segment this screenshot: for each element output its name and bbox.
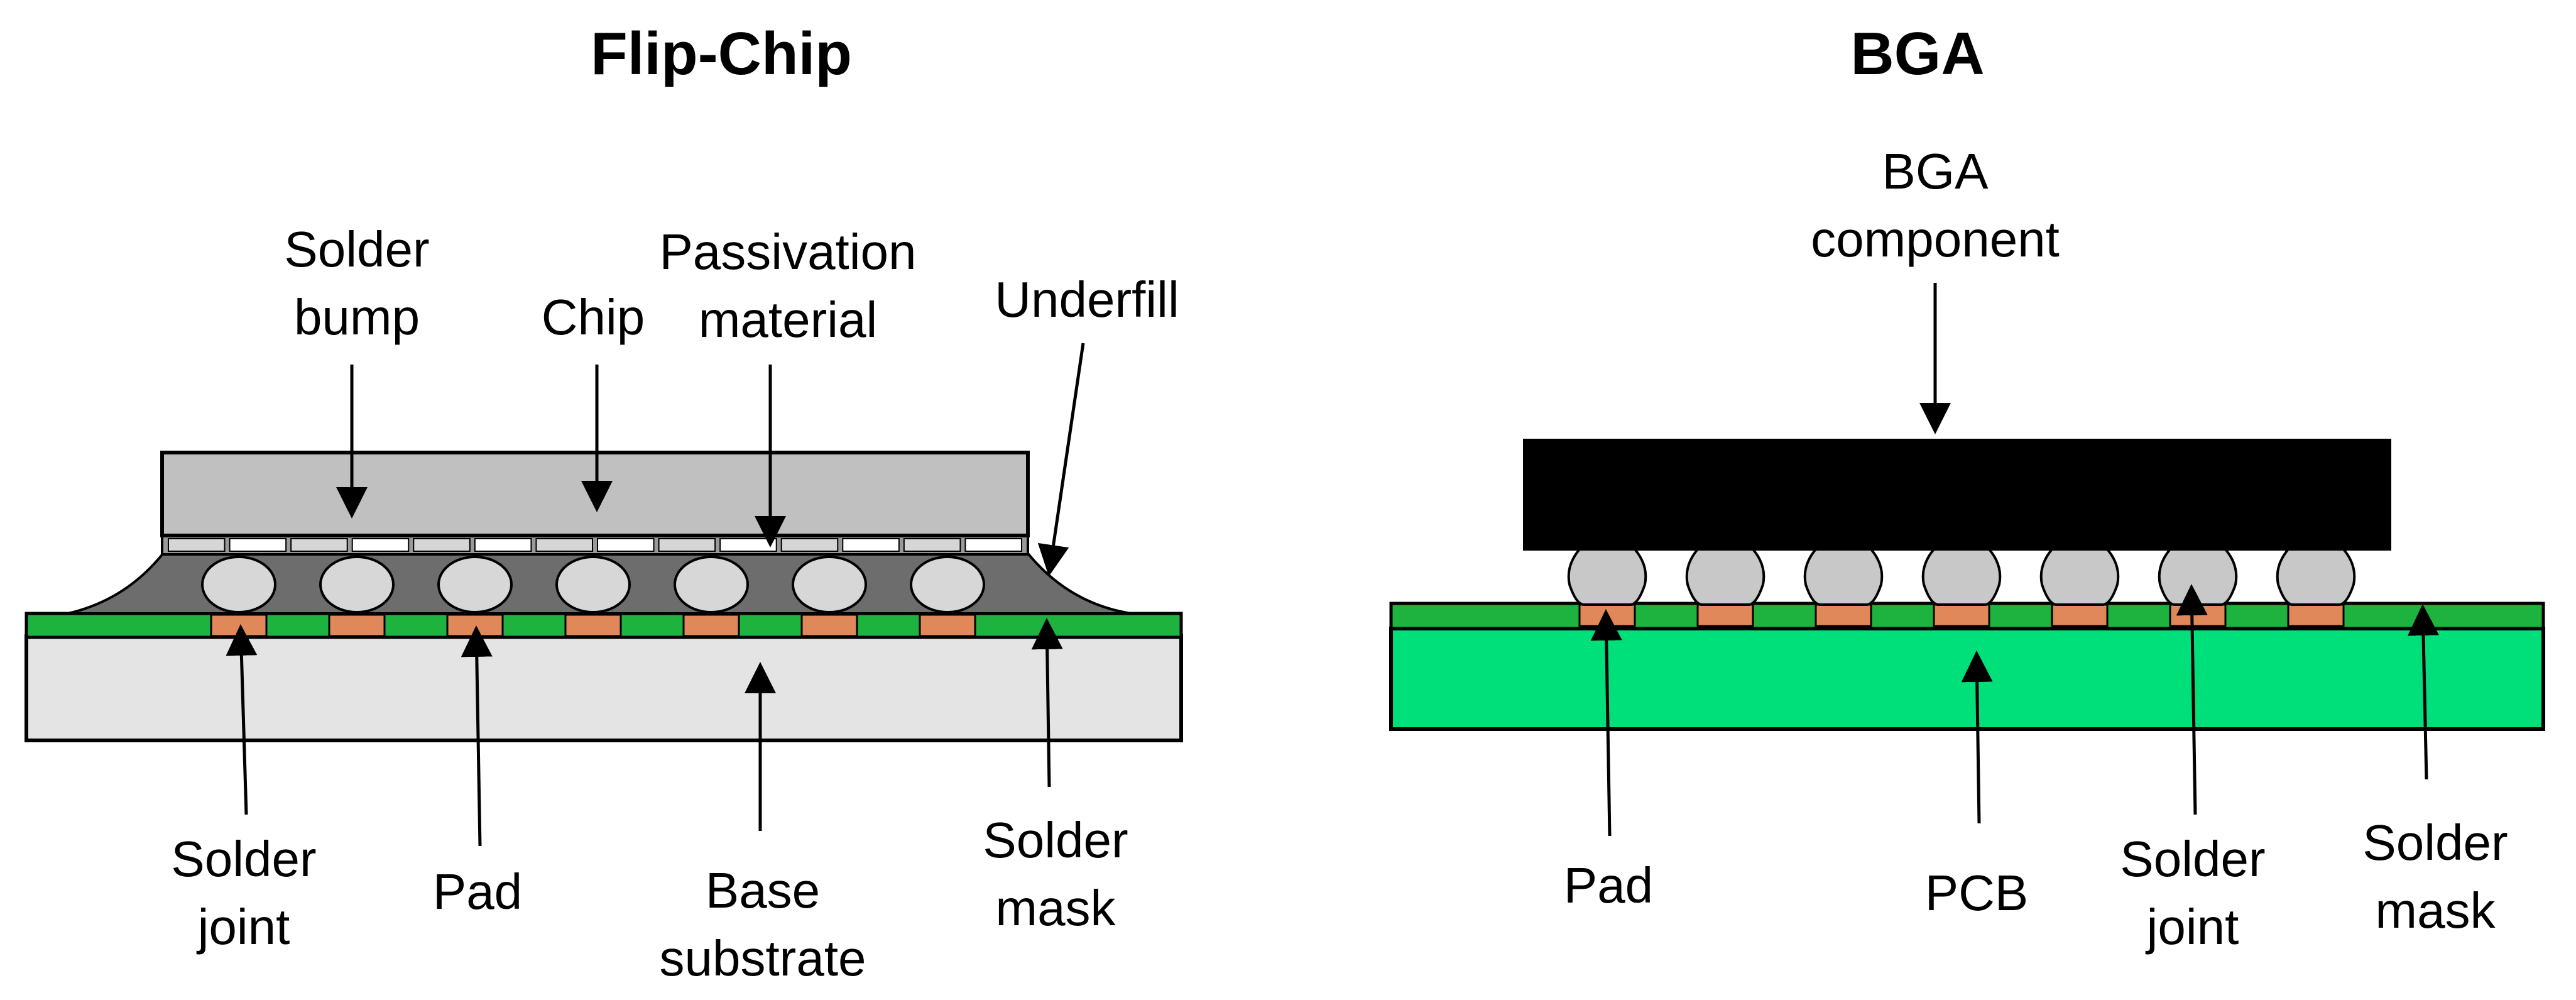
passivation-segment: [413, 538, 471, 552]
solder-bump: [437, 556, 513, 613]
passivation-segment: [719, 538, 777, 552]
label-solder-bump: Solder bump: [284, 221, 429, 345]
bga-pad: [2051, 603, 2109, 627]
arrow-underfill: [1037, 343, 1085, 576]
passivation-segment: [780, 538, 839, 552]
arrow-bga-solder-mask: [2407, 604, 2439, 780]
base-substrate: [25, 634, 1183, 742]
bga-solder-ball: [2039, 548, 2120, 606]
bga-component: [1523, 439, 2391, 551]
passivation-label-line-1: Passivation: [659, 224, 916, 280]
bga-solder-balls: [1567, 548, 2356, 606]
label-bga-component: BGA component: [1811, 143, 2060, 267]
pcb: [1389, 627, 2545, 731]
passivation-segment: [658, 538, 716, 552]
passivation-segment: [474, 538, 532, 552]
bga-pad-label: Pad: [1564, 857, 1653, 913]
solder-bump: [674, 556, 749, 613]
solder-bump: [910, 556, 985, 613]
fc-pad: [919, 613, 976, 637]
pcb-label: PCB: [1925, 865, 2029, 921]
bga-pads: [1578, 603, 2345, 627]
bga-pad: [1815, 603, 1872, 627]
bga-pad: [1696, 603, 1754, 627]
fc-solder-joint-label-line-1: Solder: [171, 831, 316, 887]
bga-panel: BGA BGA component Pad PCB Solder joint S…: [1389, 20, 2545, 955]
chip-label: Chip: [542, 289, 645, 345]
passivation-segment: [229, 538, 287, 552]
fc-pad-label: Pad: [433, 864, 522, 920]
arrow-fc-pad: [461, 625, 493, 847]
bga-pad: [1933, 603, 1990, 627]
bga-pad: [2287, 603, 2345, 627]
bga-solder-mask-label-line-1: Solder: [2362, 815, 2508, 871]
label-fc-solder-mask: Solder mask: [983, 812, 1128, 936]
passivation-segment: [351, 538, 410, 552]
passivation-segments: [168, 538, 1023, 552]
bga-solder-mask-label-line-2: mask: [2375, 882, 2496, 938]
fc-pad: [210, 613, 268, 637]
solder-bump: [319, 556, 395, 613]
bga-component-label-line-2: component: [1811, 211, 2060, 267]
fc-pad: [564, 613, 622, 637]
label-bga-solder-mask: Solder mask: [2362, 815, 2508, 938]
flip-chip-title: Flip-Chip: [591, 20, 852, 87]
fc-pad: [328, 613, 386, 637]
label-passivation-material: Passivation material: [659, 224, 916, 348]
arrow-bga-pad: [1590, 609, 1622, 837]
solder-bump-label-line-1: Solder: [284, 221, 429, 277]
bga-component-label-line-1: BGA: [1882, 143, 1989, 199]
fc-pad: [682, 613, 740, 637]
flip-chip-arrows: [226, 343, 1085, 847]
bga-arrows: [1590, 283, 2439, 837]
bga-solder-ball: [1567, 548, 1647, 606]
solder-bump: [555, 556, 631, 613]
passivation-segment: [964, 538, 1023, 552]
bga-solder-joint-label-line-2: joint: [2146, 899, 2239, 955]
solder-bump: [201, 556, 276, 613]
arrow-bga-solder-joint: [2176, 584, 2208, 815]
fc-pad: [800, 613, 858, 637]
fc-solder-joint-label-line-2: joint: [197, 899, 290, 955]
bga-solder-joint-label-line-1: Solder: [2120, 831, 2265, 887]
flip-chip-panel: Flip-Chip Solder bump Chip Passivation m…: [25, 20, 1183, 986]
passivation-segment: [597, 538, 655, 552]
solder-bump-label-line-2: bump: [294, 289, 420, 345]
underfill-label: Underfill: [995, 272, 1179, 327]
base-substrate-label-line-2: substrate: [659, 930, 866, 986]
arrow-fc-solder-mask: [1031, 618, 1063, 788]
chip: [160, 451, 1030, 537]
bga-solder-ball: [1921, 548, 2002, 606]
solder-bumps: [201, 556, 985, 613]
label-bga-solder-joint: Solder joint: [2120, 831, 2265, 955]
arrow-fc-solder-joint: [226, 624, 258, 815]
bga-solder-ball: [1685, 548, 1766, 606]
solder-bump: [792, 556, 867, 613]
fc-solder-mask-label-line-2: mask: [995, 880, 1116, 936]
passivation-segment: [903, 538, 961, 552]
passivation-segment: [842, 538, 900, 552]
bga-solder-ball: [2276, 548, 2356, 606]
base-substrate-label-line-1: Base: [706, 862, 820, 918]
passivation-segment: [535, 538, 594, 552]
fc-solder-mask-label-line-1: Solder: [983, 812, 1128, 868]
arrow-pcb: [1961, 651, 1993, 824]
passivation-label-line-2: material: [699, 292, 878, 348]
bga-solder-ball: [2158, 548, 2238, 606]
passivation-segment: [290, 538, 348, 552]
passivation-segment: [168, 538, 226, 552]
bga-solder-ball: [1803, 548, 1884, 606]
bga-pad: [2169, 603, 2227, 627]
label-base-substrate: Base substrate: [659, 862, 866, 986]
label-solder-joint: Solder joint: [171, 831, 316, 955]
bga-title: BGA: [1850, 20, 1984, 87]
